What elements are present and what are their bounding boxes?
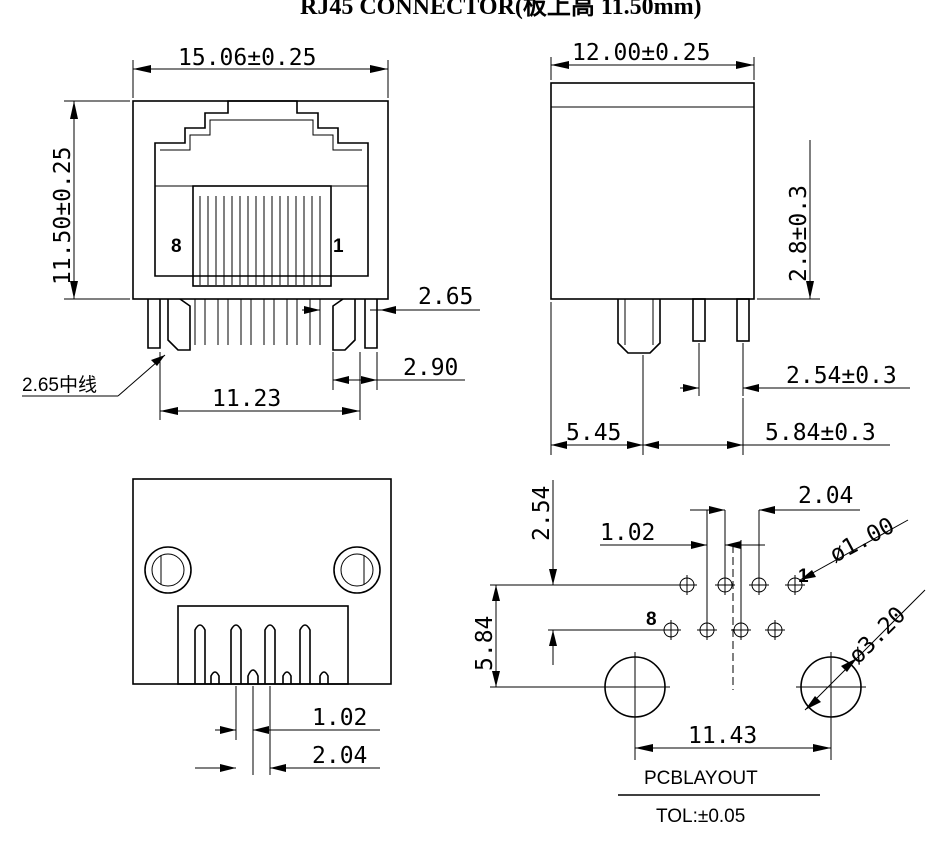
side-width-dim: 12.00±0.25 bbox=[572, 40, 710, 66]
pcb-large-hole-dim: ø3.20 bbox=[844, 602, 911, 669]
pin-label-8: 8 bbox=[171, 236, 182, 257]
pcb-dimensions: 2.54 5.84 1.02 2.04 ø1.00 ø3.20 11.43 PC… bbox=[472, 480, 926, 827]
bottom-small-pitch-dim: 1.02 bbox=[312, 705, 367, 731]
pcb-small-pitch-dim: 1.02 bbox=[600, 520, 655, 546]
side-height-dim: 2.8±0.3 bbox=[786, 185, 812, 282]
bottom-dimensions: 1.02 2.04 bbox=[195, 686, 380, 775]
pcb-left-post-hole bbox=[600, 652, 670, 760]
front-pitch-dim: 2.65 bbox=[418, 284, 473, 310]
side-clip bbox=[617, 299, 661, 354]
side-dimensions: 12.00±0.25 2.8±0.3 2.54±0.3 5.45 5.84±0.… bbox=[550, 40, 910, 455]
pcb-layout: 1 8 bbox=[600, 545, 866, 760]
front-leg-dim: 2.90 bbox=[403, 355, 458, 381]
bottom-large-pitch-dim: 2.04 bbox=[312, 743, 367, 769]
front-right-post bbox=[364, 299, 378, 349]
front-height-dim: 11.50±0.25 bbox=[50, 147, 76, 285]
side-right-offset-dim: 5.84±0.3 bbox=[765, 420, 876, 446]
side-view bbox=[550, 82, 755, 354]
bottom-right-post bbox=[333, 546, 381, 594]
front-leads bbox=[194, 299, 321, 345]
pcb-right-post-hole bbox=[796, 652, 866, 760]
bottom-pin-area bbox=[177, 605, 349, 685]
pcb-row-offset-dim: 2.54 bbox=[529, 486, 555, 541]
pcb-pin-holes bbox=[661, 575, 805, 640]
pcb-row-depth-dim: 5.84 bbox=[472, 616, 498, 671]
front-center-label: 2.65中线 bbox=[22, 374, 97, 396]
side-lead-1 bbox=[692, 298, 706, 342]
bottom-left-post bbox=[144, 546, 192, 594]
front-left-post bbox=[147, 299, 161, 349]
pcb-large-pitch-dim: 2.04 bbox=[798, 483, 853, 509]
side-left-offset-dim: 5.45 bbox=[566, 420, 621, 446]
pcb-layout-caption: PCBLAYOUT bbox=[644, 768, 758, 789]
contact-array bbox=[192, 185, 332, 287]
front-housing bbox=[132, 100, 389, 300]
pcb-pin-8-label: 8 bbox=[646, 609, 657, 630]
pcb-post-span-dim: 11.43 bbox=[688, 723, 757, 749]
pcb-small-hole-dim: ø1.00 bbox=[826, 513, 899, 568]
pcb-pin-1-label: 1 bbox=[798, 566, 809, 587]
drawing-title: RJ45 CONNECTOR(板上高 11.50mm) bbox=[300, 0, 702, 20]
front-right-clip bbox=[332, 298, 356, 351]
front-left-clip bbox=[167, 298, 191, 351]
bottom-view bbox=[132, 478, 392, 685]
side-lead-2 bbox=[736, 298, 750, 342]
front-view: 8 1 bbox=[132, 100, 389, 351]
jack-opening bbox=[154, 100, 369, 277]
contact-block bbox=[192, 185, 332, 287]
pcb-tolerance-note: TOL:±0.05 bbox=[656, 806, 745, 827]
jack-inner-outline bbox=[160, 119, 362, 151]
bottom-housing bbox=[132, 478, 392, 685]
bottom-pins bbox=[194, 624, 329, 684]
side-housing bbox=[550, 82, 755, 300]
pin-label-1: 1 bbox=[333, 236, 344, 257]
front-dimensions: 15.06±0.25 11.50±0.25 2.65 2.90 11.23 2.… bbox=[22, 45, 480, 420]
side-pin-pitch-dim: 2.54±0.3 bbox=[786, 363, 897, 389]
front-width-dim: 15.06±0.25 bbox=[178, 45, 316, 71]
front-span-dim: 11.23 bbox=[212, 386, 281, 412]
